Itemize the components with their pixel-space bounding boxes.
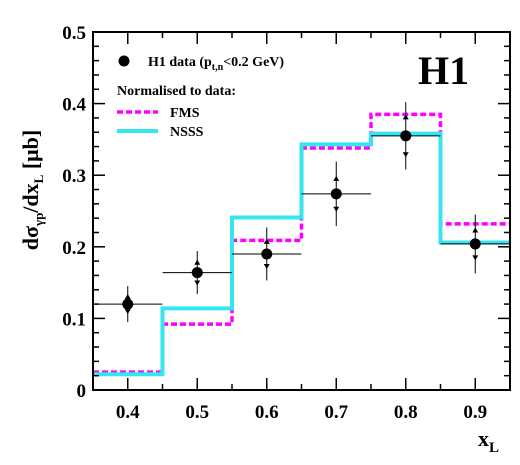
data-point-3 xyxy=(232,227,302,281)
legend-data-marker xyxy=(118,55,130,67)
data-point-marker xyxy=(469,238,481,250)
data-point-marker xyxy=(400,130,412,142)
x-tick-label: 0.7 xyxy=(324,402,348,423)
x-tick-label: 0.9 xyxy=(463,402,487,423)
data-point-stat-cap-down xyxy=(472,255,479,261)
y-axis-label-mid: /dx xyxy=(18,183,43,213)
y-tick-label: 0.2 xyxy=(62,238,86,259)
tick-labels: 0.4 0.5 0.6 0.7 0.8 0.9 0 0.1 0.2 0.3 0.4 0.5 xyxy=(62,23,487,423)
series-nsss-line xyxy=(93,131,510,377)
data-point-stat-cap-up xyxy=(333,175,340,181)
data-point-stat-cap-up xyxy=(194,259,201,265)
data-point-marker xyxy=(191,267,203,279)
legend-nsss-label: NSSS xyxy=(170,125,204,140)
data-point-stat-cap-down xyxy=(263,263,270,269)
x-tick-label: 0.4 xyxy=(116,402,140,423)
x-axis-label-main: x xyxy=(478,426,489,451)
y-tick-label: 0.4 xyxy=(62,95,86,116)
legend-fms-label: FMS xyxy=(170,106,200,121)
axis-ticks xyxy=(92,31,511,391)
y-tick-label: 0.3 xyxy=(62,166,86,187)
y-tick-label: 0 xyxy=(77,381,87,402)
y-tick-label: 0.5 xyxy=(62,23,86,44)
data-point-2 xyxy=(162,251,232,295)
data-point-marker xyxy=(330,188,342,200)
x-tick-label: 0.5 xyxy=(185,402,209,423)
x-tick-label: 0.8 xyxy=(394,402,418,423)
data-point-5 xyxy=(371,102,441,170)
y-axis-label-unit: [μb] xyxy=(18,130,43,175)
data-point-6 xyxy=(440,214,510,274)
data-points xyxy=(93,102,510,322)
data-point-stat-cap-up xyxy=(402,114,409,120)
data-point-marker xyxy=(261,248,273,260)
data-point-stat-cap-up xyxy=(124,294,131,300)
legend-data-label-main: H1 data (p xyxy=(148,55,212,70)
y-axis-label-main: dσ xyxy=(18,226,43,250)
x-tick-label: 0.6 xyxy=(255,402,279,423)
model-histograms xyxy=(93,112,510,377)
data-point-1 xyxy=(93,286,163,322)
x-axis-label: xL xyxy=(478,426,499,456)
y-axis-label-sub2: L xyxy=(31,174,46,183)
data-point-stat-cap-down xyxy=(402,152,409,158)
legend-data-label: H1 data (pt,n<0.2 GeV) xyxy=(148,55,284,73)
legend-data-label-rest: <0.2 GeV) xyxy=(223,55,284,70)
data-point-stat-cap-down xyxy=(124,309,131,315)
data-point-stat-cap-up xyxy=(472,227,479,233)
y-axis-label-sub1: γp xyxy=(31,213,46,227)
y-axis-label: dσγp/dxL [μb] xyxy=(18,130,46,250)
data-point-4 xyxy=(301,161,371,227)
legend-normalised-label: Normalised to data: xyxy=(117,84,236,99)
legend: H1 data (pt,n<0.2 GeV) Normalised to dat… xyxy=(117,55,284,140)
y-tick-label: 0.1 xyxy=(62,309,86,330)
data-point-stat-cap-up xyxy=(263,238,270,244)
h1-logo: H1 xyxy=(418,48,469,93)
data-point-marker xyxy=(122,298,134,310)
legend-data-label-sub: t,n xyxy=(212,62,224,73)
x-axis-label-sub: L xyxy=(489,440,499,456)
data-point-stat-cap-down xyxy=(194,280,201,286)
data-point-stat-cap-down xyxy=(333,206,340,212)
